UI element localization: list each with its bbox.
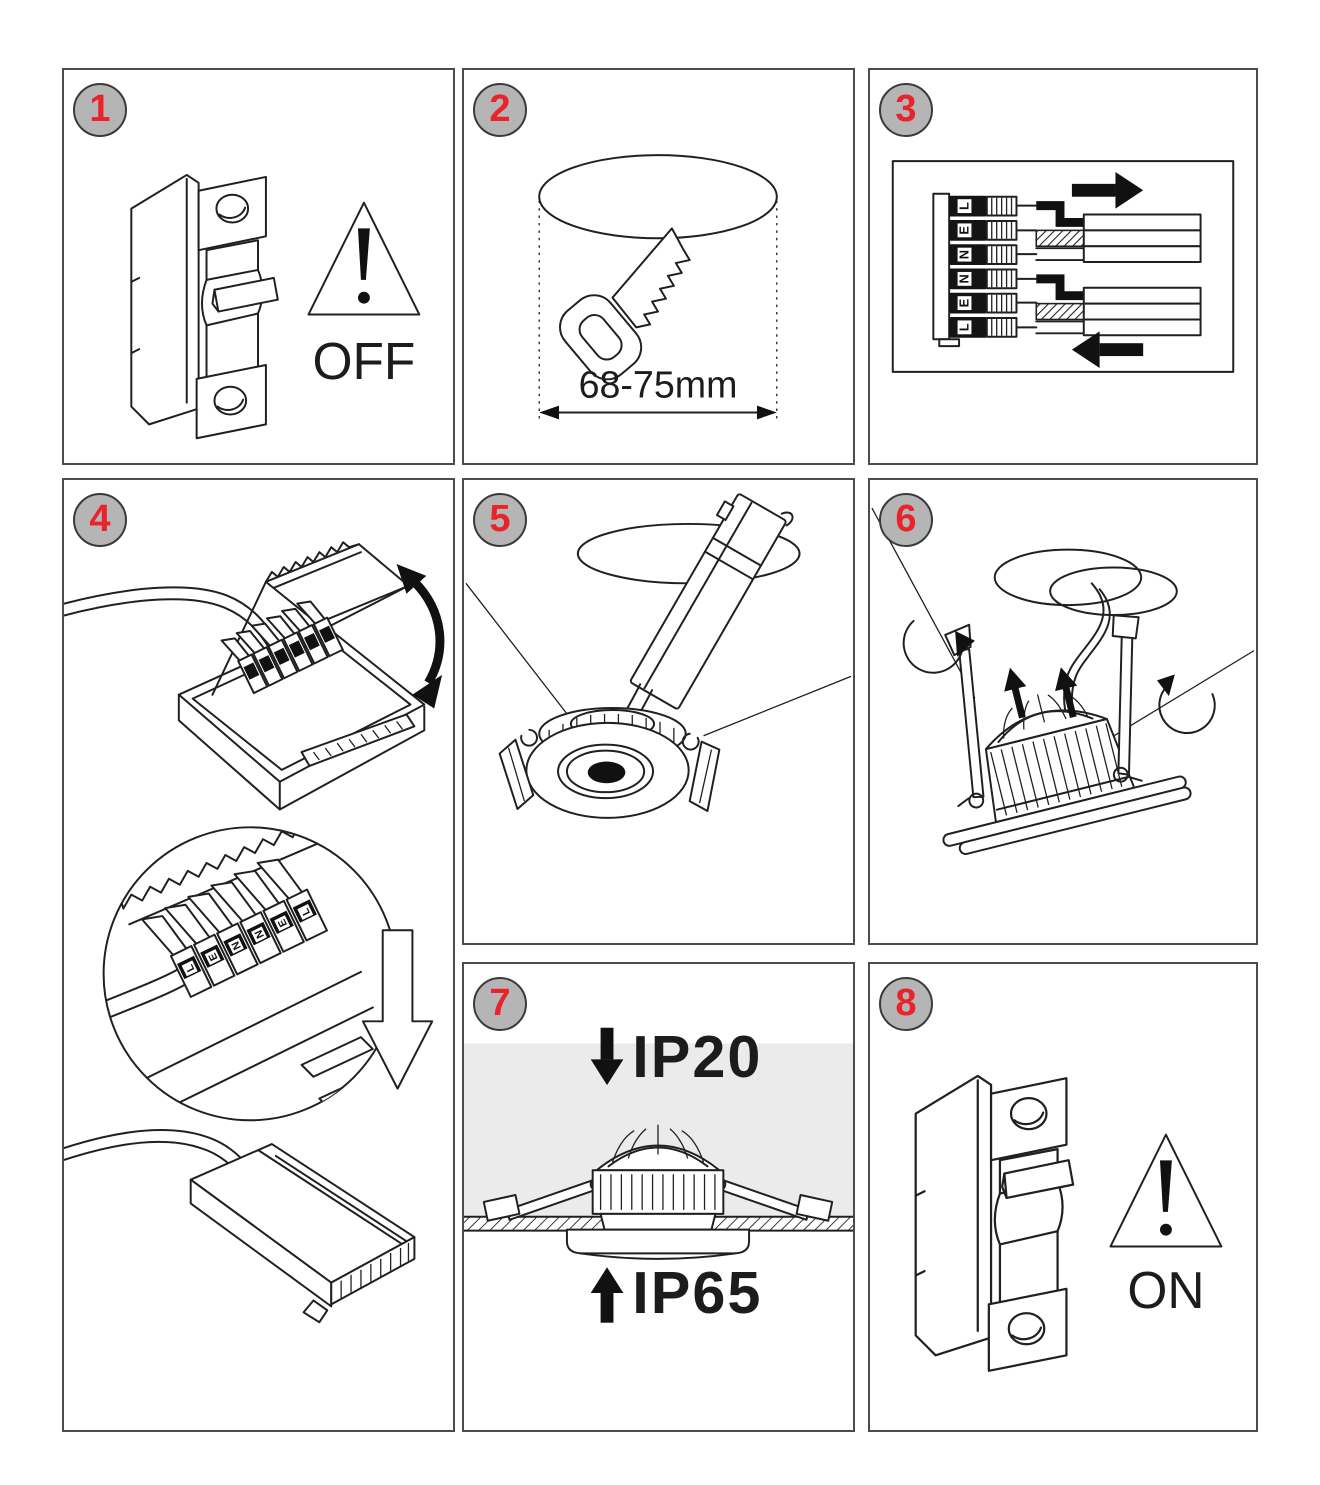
clip-rotate-arrow-left-icon <box>902 619 975 674</box>
ip65-label: IP65 <box>632 1259 762 1326</box>
push-up-arrow-icon <box>1055 667 1078 719</box>
step-number-badge: 1 <box>73 83 127 137</box>
magnified-terminal-block: L E N <box>141 858 328 998</box>
ceiling-hole-ellipse <box>538 154 778 240</box>
svg-text:L: L <box>956 323 971 331</box>
warning-triangle-icon <box>307 201 421 316</box>
terminal-cell: E <box>949 292 1038 314</box>
fin-body <box>591 1169 725 1215</box>
panel-step-8: 8 <box>868 962 1258 1432</box>
led-aperture <box>587 761 626 784</box>
terminal-block: L E N <box>932 192 1038 348</box>
svg-text:E: E <box>956 298 971 307</box>
driver-through-hole <box>629 493 794 710</box>
push-up-arrow-icon <box>1004 667 1027 719</box>
downlight <box>498 707 721 819</box>
wiring-diagram-frame <box>891 160 1235 373</box>
svg-text:L: L <box>299 906 313 918</box>
rotate-lid-arrow-icon <box>396 564 445 709</box>
svg-text:E: E <box>207 951 221 963</box>
ceiling-hole-ellipse <box>993 548 1143 607</box>
ip20-label: IP20 <box>632 1023 762 1090</box>
downlight <box>942 614 1192 856</box>
ip65-arrow-icon <box>590 1267 624 1323</box>
terminal-cell: E <box>949 219 1038 241</box>
terminal-cell: N <box>949 268 1038 290</box>
off-label: OFF <box>312 332 415 390</box>
clip-rotate-arrow-right-icon <box>1157 674 1216 734</box>
hole-diameter-label: 68-75mm <box>579 364 738 406</box>
panel-step-6: 6 <box>868 478 1258 945</box>
panel-step-7: 7 <box>462 962 855 1432</box>
dome-heatsink <box>595 1144 721 1172</box>
terminal-cell: L <box>949 316 1038 338</box>
saw-icon <box>559 227 691 381</box>
warning-triangle-icon <box>1109 1133 1223 1248</box>
dimension-arrow <box>539 405 777 420</box>
magnifier-detail: L E N <box>102 826 398 1122</box>
panel-step-2: 2 68-75mm <box>462 68 855 465</box>
panel-step-5: 5 <box>462 478 855 945</box>
terminal-cell: L <box>949 195 1038 217</box>
panel-5-illustration <box>465 493 852 819</box>
step-number-badge: 5 <box>473 493 527 547</box>
svg-text:N: N <box>956 274 971 283</box>
panel-1-illustration: OFF <box>130 173 421 440</box>
svg-text:E: E <box>276 917 290 929</box>
supply-cable <box>1035 201 1202 264</box>
bezel-ring <box>565 1228 751 1255</box>
spring-clip-left <box>498 728 538 810</box>
step-number-badge: 8 <box>879 977 933 1031</box>
ip20-arrow-icon <box>590 1027 624 1086</box>
loop-out-cable <box>1035 274 1202 337</box>
svg-text:L: L <box>183 962 197 974</box>
close-lid-arrow-icon <box>361 929 434 1090</box>
breaker-lever-off <box>213 276 279 313</box>
spring-clip-right <box>681 732 721 812</box>
terminal-cell: N <box>949 244 1038 266</box>
release-wire-arrow-icon <box>1071 331 1144 368</box>
driver-terminal-block <box>220 600 344 695</box>
svg-text:L: L <box>956 202 971 210</box>
panel-6-illustration <box>871 507 1255 856</box>
step-number-badge: 3 <box>879 83 933 137</box>
panel-step-3: 3 L <box>868 68 1258 465</box>
step-number-badge: 4 <box>73 493 127 547</box>
driver-box-closed <box>64 1129 416 1324</box>
breaker-lever-on <box>1003 1159 1075 1200</box>
on-label: ON <box>1127 1261 1204 1319</box>
svg-text:E: E <box>956 226 971 235</box>
step-number-badge: 2 <box>473 83 527 137</box>
panel-3-illustration: L E N <box>891 160 1235 373</box>
svg-text:N: N <box>956 250 971 259</box>
insert-wire-arrow-icon <box>1071 171 1144 209</box>
spring-clip-right <box>1111 614 1143 783</box>
circuit-breaker-illustration <box>130 173 279 440</box>
panel-8-illustration: ON <box>914 1074 1223 1372</box>
panel-step-1: 1 <box>62 68 455 465</box>
panel-7-illustration: IP20 IP65 <box>464 1023 853 1326</box>
circuit-breaker-illustration <box>914 1074 1075 1372</box>
downlight-cross-section <box>482 1124 834 1260</box>
panel-2-illustration: 68-75mm <box>538 154 778 420</box>
spring-clip-right <box>712 1177 834 1222</box>
panel-step-4: 4 <box>62 478 455 1432</box>
step-number-badge: 6 <box>879 493 933 547</box>
driver-box-open <box>64 541 426 811</box>
panel-4-illustration: L E N <box>64 541 445 1324</box>
step-number-badge: 7 <box>473 977 527 1031</box>
